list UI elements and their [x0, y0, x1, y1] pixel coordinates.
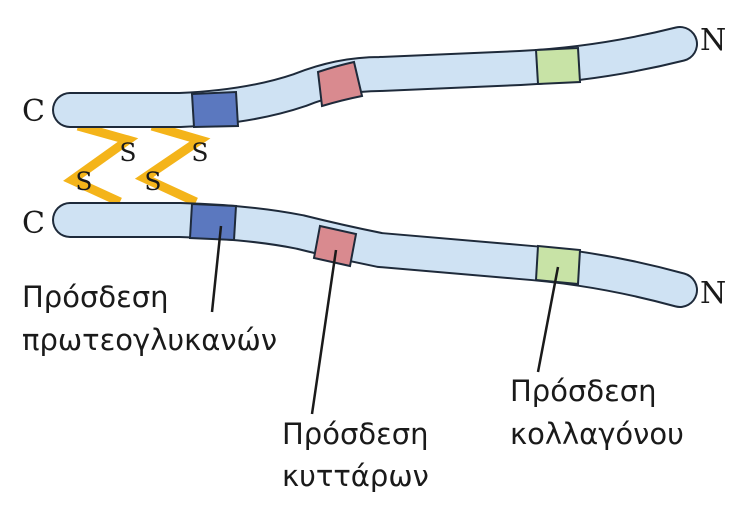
collagen-label-line2: κολλαγόνου — [510, 417, 684, 451]
proteoglycan-label-line2: πρωτεογλυκανών — [22, 323, 277, 357]
bottom-collagen-domain — [534, 244, 582, 286]
top-strand — [70, 44, 680, 129]
sulfur-label-3: S — [75, 167, 92, 196]
top-proteoglycan-domain — [190, 90, 240, 129]
sulfur-labels: S S S S — [75, 138, 208, 196]
cell-leader — [310, 249, 338, 415]
bottom-c-terminal: C — [22, 206, 45, 241]
bottom-strand — [70, 204, 680, 290]
collagen-binding-label: Πρόσδεση κολλαγόνου — [510, 374, 684, 451]
disulfide-bond-right — [134, 121, 211, 207]
disulfide-bond-left — [63, 121, 139, 207]
proteoglycan-leader — [210, 225, 223, 313]
collagen-label-line1: Πρόσδεση — [510, 374, 657, 408]
top-n-terminal: N — [700, 23, 726, 58]
cell-label-line1: Πρόσδεση — [282, 417, 429, 451]
bottom-cell-domain — [312, 224, 358, 268]
collagen-leader — [536, 266, 560, 373]
bottom-n-terminal: N — [700, 276, 726, 311]
sulfur-label-4: S — [144, 167, 161, 196]
sulfur-label-2: S — [191, 138, 208, 167]
proteoglycan-binding-label: Πρόσδεση πρωτεογλυκανών — [22, 280, 277, 357]
top-collagen-domain — [534, 46, 582, 86]
leader-lines — [210, 225, 560, 415]
top-cell-domain — [316, 60, 364, 108]
bottom-proteoglycan-domain — [188, 202, 238, 242]
top-c-terminal: C — [22, 94, 45, 129]
disulfide-bonds — [63, 121, 211, 207]
cell-label-line2: κυττάρων — [282, 459, 429, 493]
proteoglycan-label-line1: Πρόσδεση — [22, 280, 169, 314]
cell-binding-label: Πρόσδεση κυττάρων — [282, 417, 429, 493]
sulfur-label-1: S — [119, 138, 136, 167]
